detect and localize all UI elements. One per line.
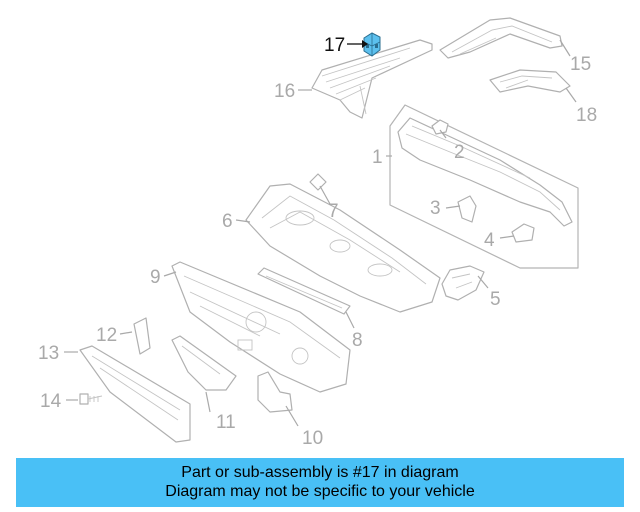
callout-11: 11 xyxy=(216,412,236,433)
callout-4: 4 xyxy=(484,230,495,251)
part-1-assembly xyxy=(389,104,579,269)
part-5-bracket xyxy=(441,265,485,301)
callout-15: 15 xyxy=(570,54,591,75)
callout-8: 8 xyxy=(352,330,363,351)
callout-2: 2 xyxy=(454,142,465,163)
part-10-bracket xyxy=(257,371,293,413)
part-2-clip xyxy=(431,119,449,135)
part-18-bracket xyxy=(489,69,571,93)
callout-10: 10 xyxy=(302,428,323,449)
callout-3: 3 xyxy=(430,198,441,219)
part-11-reinforcement xyxy=(171,335,237,391)
part-13-side-member xyxy=(79,345,191,443)
callout-1: 1 xyxy=(372,147,383,168)
callout-6: 6 xyxy=(222,211,233,232)
callout-9: 9 xyxy=(150,267,161,288)
callout-5: 5 xyxy=(490,289,501,310)
leader-lines xyxy=(64,39,577,427)
part-15-cowl-panel-right xyxy=(439,17,563,59)
callout-14: 14 xyxy=(40,391,62,412)
banner-line-1: Part or sub-assembly is #17 in diagram xyxy=(181,464,459,481)
part-17-bracket xyxy=(363,32,381,57)
callout-17: 17 xyxy=(324,35,345,56)
callout-18: 18 xyxy=(576,105,597,126)
part-9-dash-panel xyxy=(171,261,351,393)
part-3-bracket xyxy=(457,195,477,223)
part-6-plenum-panel xyxy=(245,183,441,313)
part-12-bracket xyxy=(133,317,151,355)
part-14-bolt xyxy=(79,393,103,405)
callout-16: 16 xyxy=(274,81,295,102)
part-7-pad xyxy=(309,173,327,191)
callout-7: 7 xyxy=(328,201,339,222)
parts-diagram: 1 2 3 4 5 6 7 8 9 10 11 12 13 14 15 16 1… xyxy=(38,17,597,449)
callout-13: 13 xyxy=(38,343,59,364)
leader-17-arrow xyxy=(347,40,368,48)
banner-line-2: Diagram may not be specific to your vehi… xyxy=(165,483,475,500)
callout-12: 12 xyxy=(96,325,117,346)
callout-labels: 1 2 3 4 5 6 7 8 9 10 11 12 13 14 15 16 1… xyxy=(38,35,597,449)
part-8-reinforcement xyxy=(257,267,351,315)
info-banner: Part or sub-assembly is #17 in diagram D… xyxy=(16,458,624,507)
part-4-bracket xyxy=(511,223,535,243)
